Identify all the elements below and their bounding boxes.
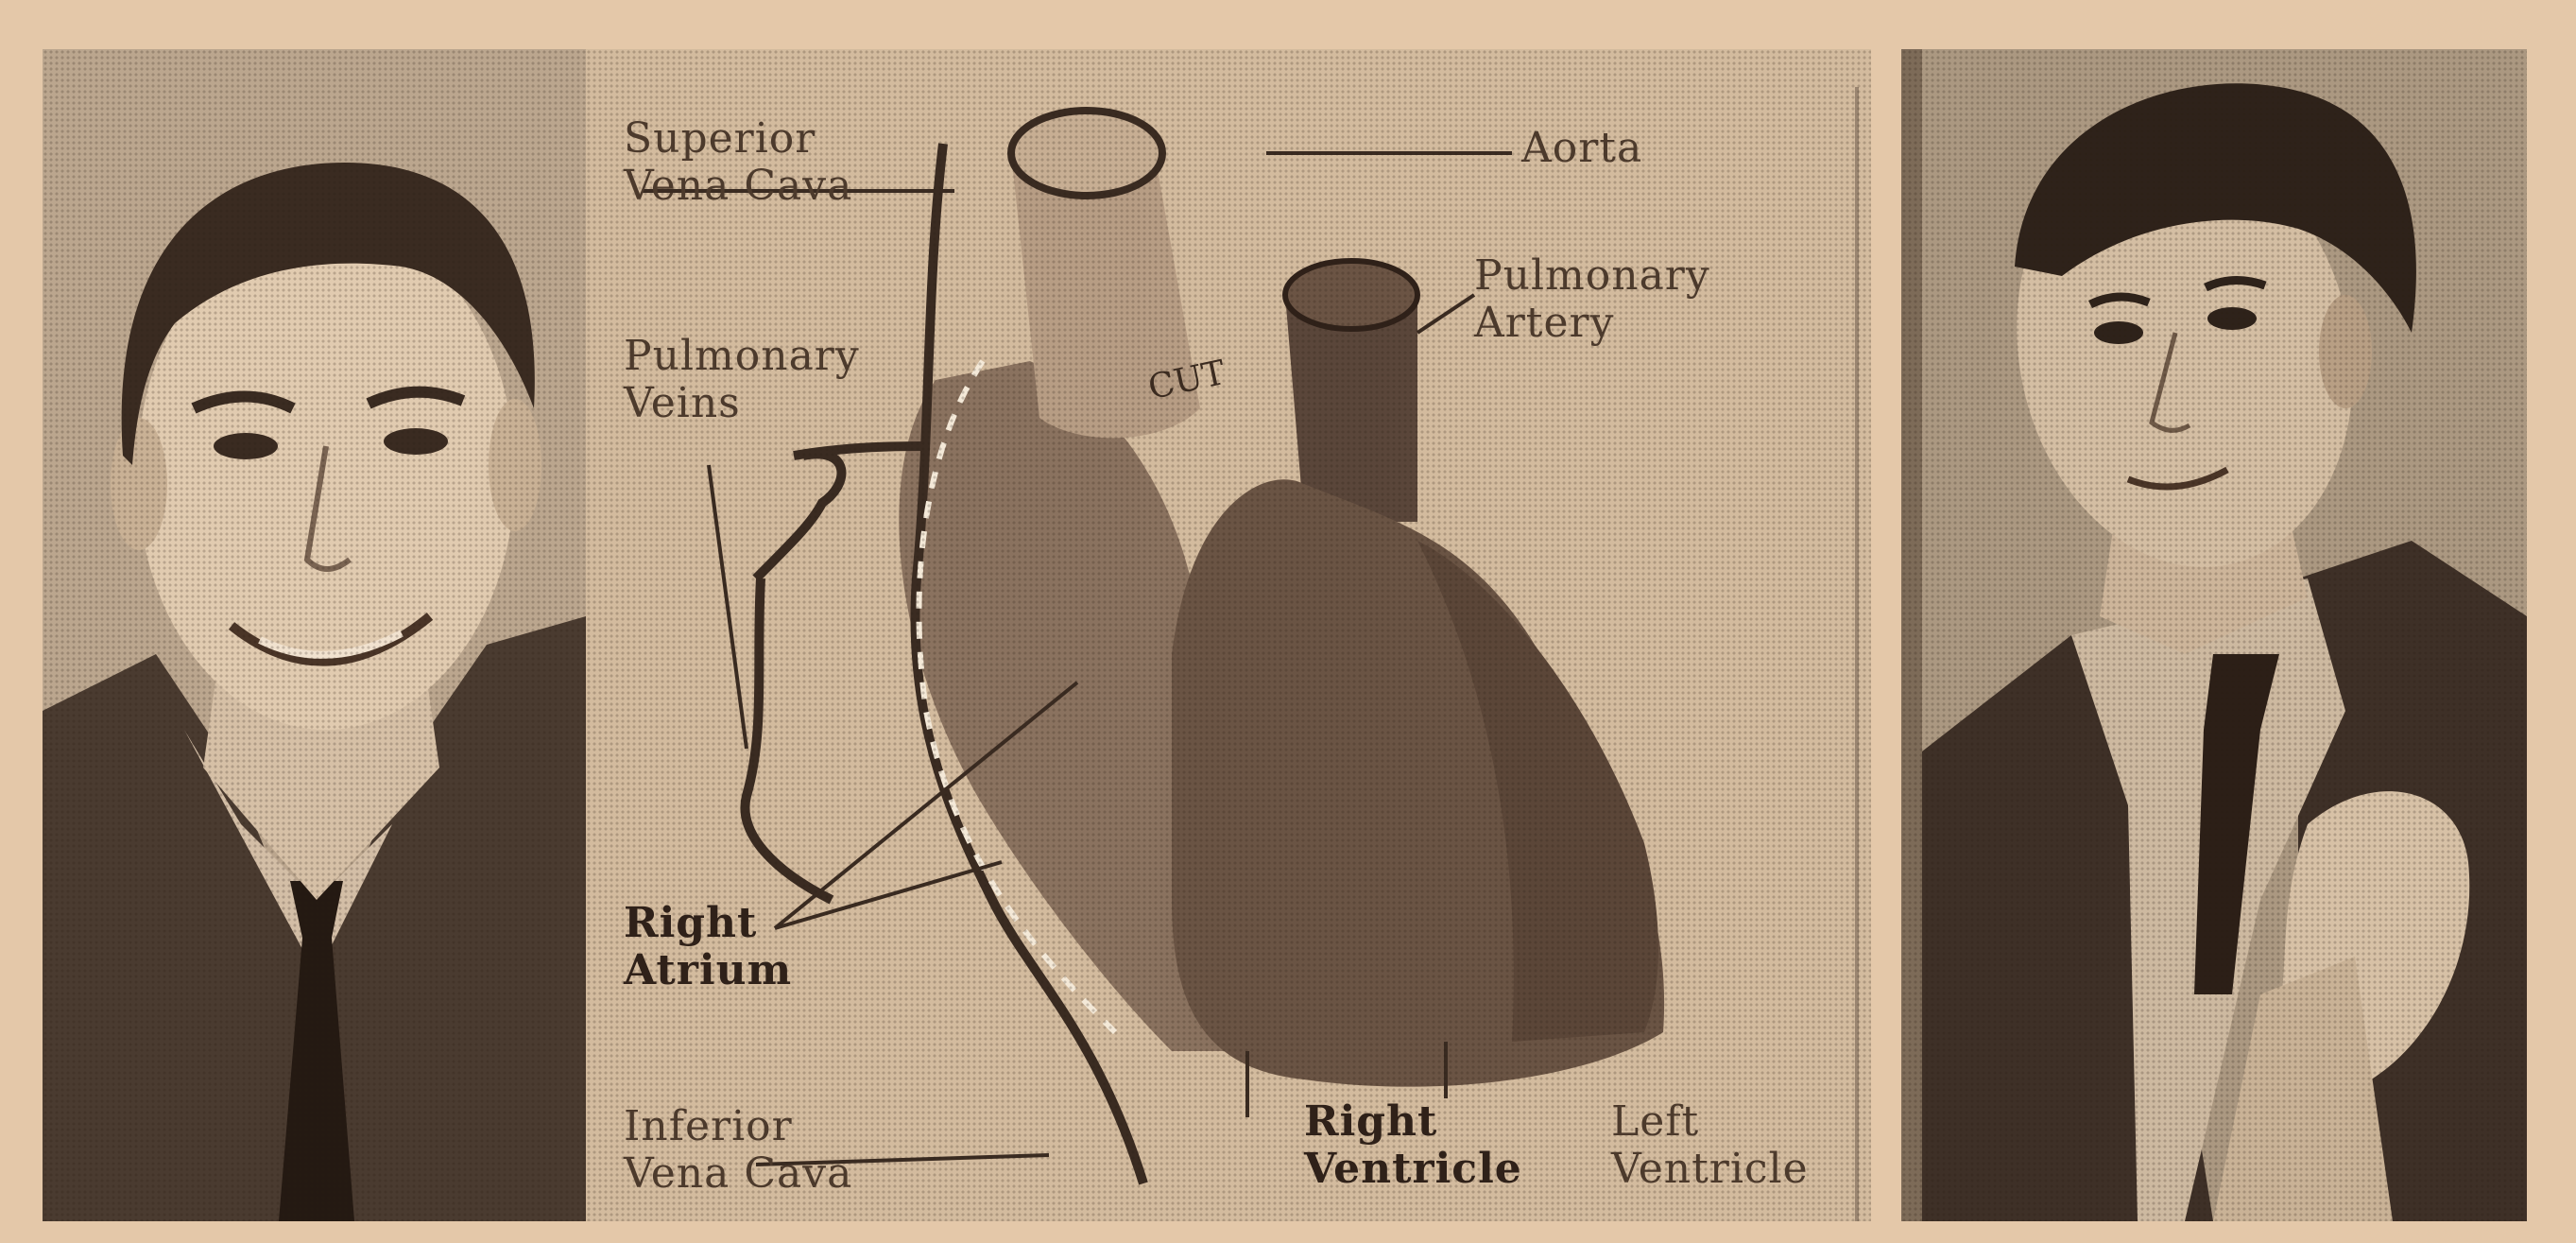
portrait-left-drawing [43, 49, 586, 1221]
portrait-right-photo [1901, 49, 2527, 1221]
label-pulmonary-artery: Pulmonary Artery [1474, 252, 1710, 347]
label-left-ventricle: Left Ventricle [1611, 1098, 1809, 1193]
label-aorta: Aorta [1521, 125, 1642, 172]
label-right-atrium: Right Atrium [624, 900, 792, 994]
portrait-left-photo [43, 49, 586, 1221]
portrait-right-drawing [1901, 49, 2527, 1221]
label-superior-vena-cava: Superior Vena Cava [624, 115, 852, 210]
label-pulmonary-veins: Pulmonary Veins [624, 333, 860, 427]
label-right-ventricle: Right Ventricle [1304, 1098, 1522, 1193]
label-inferior-vena-cava: Inferior Vena Cava [624, 1103, 852, 1198]
heart-diagram: Superior Vena Cava Aorta Pulmonary Arter… [586, 49, 1871, 1221]
heart-drawing [586, 49, 1871, 1221]
